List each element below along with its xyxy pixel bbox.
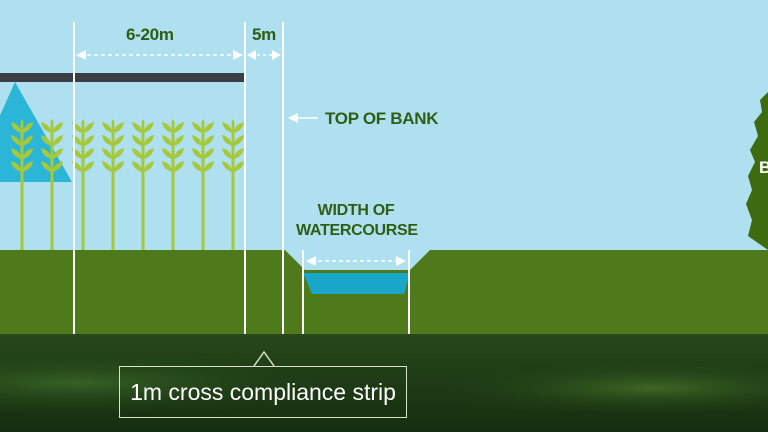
dimension-arrow-5m <box>247 50 281 60</box>
tree <box>746 92 768 250</box>
sky <box>0 0 768 250</box>
width-of-watercourse-line2: WATERCOURSE <box>296 222 418 239</box>
top-of-bank-label: TOP OF BANK <box>325 109 439 128</box>
width-of-watercourse-label: WIDTH OF WATERCOURSE <box>296 201 418 241</box>
callout-pointer <box>253 350 275 367</box>
width-of-watercourse-line1: WIDTH OF <box>317 202 395 219</box>
sprayer-boom <box>0 73 244 82</box>
cross-compliance-callout: 1m cross compliance strip <box>119 366 407 418</box>
cross-compliance-width-label: 5m <box>252 25 276 44</box>
top-of-bank-arrow <box>288 113 318 123</box>
watercourse-water <box>303 273 410 294</box>
guide-lines <box>73 22 410 334</box>
tree-label: B <box>759 158 768 178</box>
dimension-arrow-buffer <box>76 50 243 60</box>
buffer-width-label: 6-20m <box>126 25 174 44</box>
dimension-arrow-watercourse <box>306 256 406 266</box>
